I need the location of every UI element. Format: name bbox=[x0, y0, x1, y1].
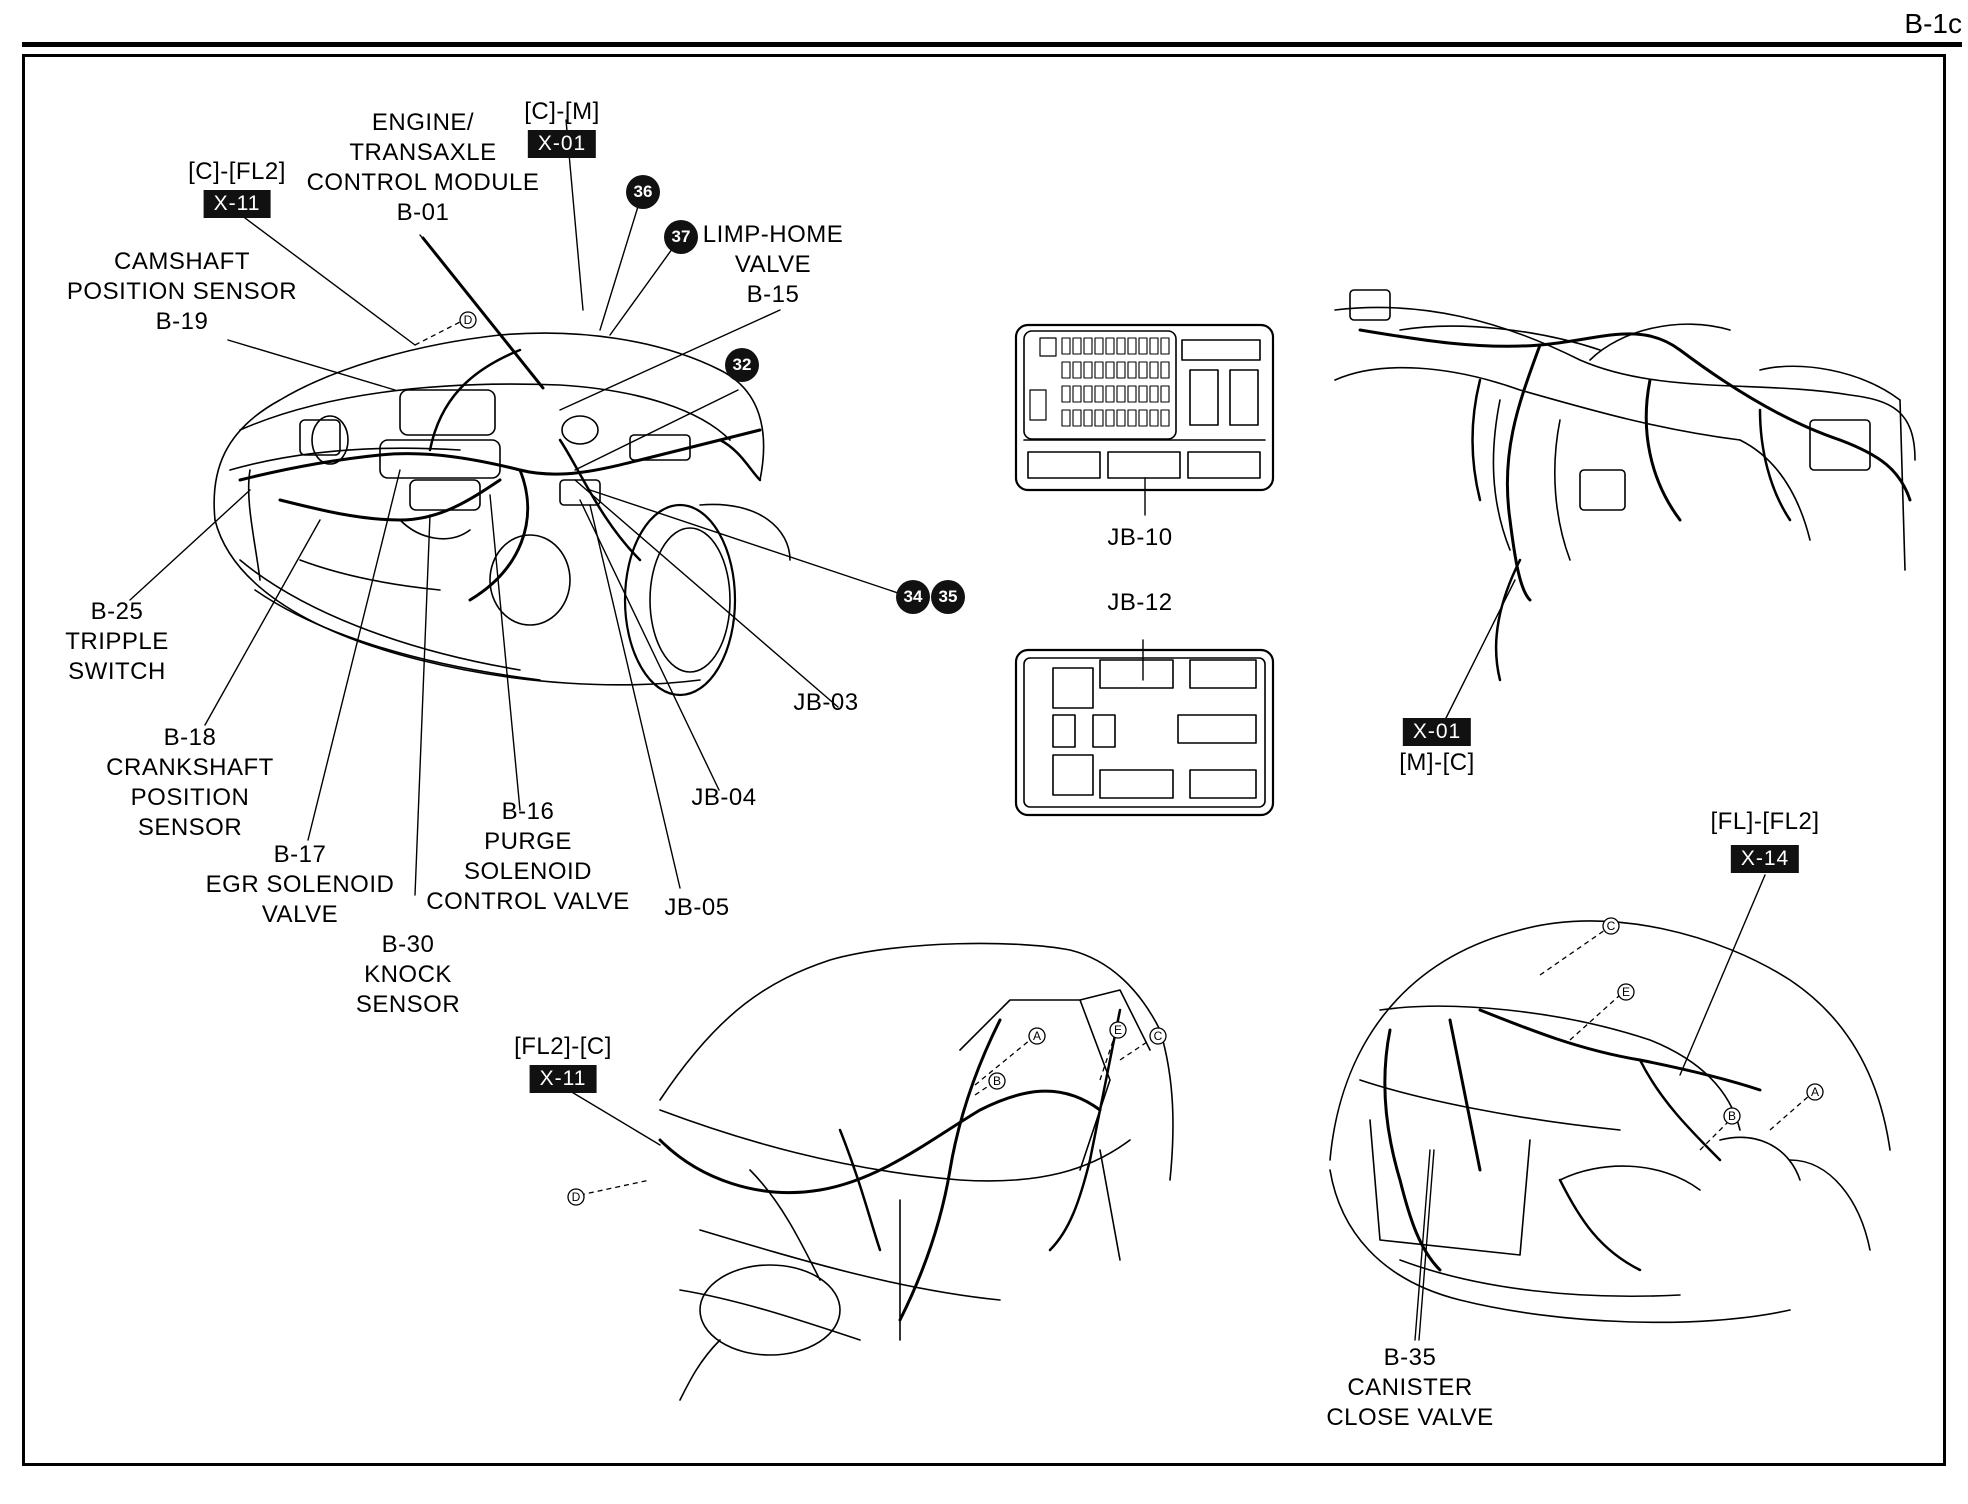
connector-x14-tag: X-14 bbox=[1730, 845, 1800, 873]
label-jb04: JB-04 bbox=[691, 784, 757, 811]
header-rule bbox=[22, 42, 1962, 47]
dashboard-illustration bbox=[1334, 289, 1916, 682]
label-jb03: JB-03 bbox=[793, 689, 859, 716]
ground-point-37-marker: 37 bbox=[664, 220, 698, 254]
side-car-illustration bbox=[658, 942, 1174, 1401]
jb10-box bbox=[1014, 323, 1275, 516]
page-code: B-1c bbox=[1904, 8, 1962, 39]
connector-fl2-c-label: [FL2]-[C] bbox=[514, 1033, 612, 1060]
connector-x11-top-tag: X-11 bbox=[203, 190, 271, 218]
engine-leader-lines bbox=[129, 119, 911, 896]
connector-c-fl2-label: [C]-[FL2] bbox=[188, 158, 286, 185]
connector-x01-top-tag: X-01 bbox=[527, 130, 597, 158]
label-b25-tripple-switch: B-25 TRIPPLE SWITCH bbox=[65, 598, 169, 685]
connector-m-c-label: [M]-[C] bbox=[1399, 749, 1475, 776]
label-b18-crankshaft-sensor: B-18 CRANKSHAFT POSITION SENSOR bbox=[106, 724, 274, 841]
diagram-frame bbox=[22, 54, 1946, 1466]
connector-x01-dash-tag: X-01 bbox=[1402, 718, 1472, 746]
rear-car-illustration bbox=[1329, 920, 1891, 1324]
connector-fl-fl2-label: [FL]-[FL2] bbox=[1710, 808, 1820, 835]
label-b16-purge-solenoid: B-16 PURGE SOLENOID CONTROL VALVE bbox=[426, 798, 630, 915]
label-b15-limp-home-valve: LIMP-HOME VALVE B-15 bbox=[702, 221, 844, 308]
connector-c-m-label: [C]-[M] bbox=[524, 98, 600, 125]
ground-point-35-marker: 35 bbox=[931, 580, 965, 614]
ground-point-34-marker: 34 bbox=[896, 580, 930, 614]
label-jb10: JB-10 bbox=[1107, 524, 1173, 551]
label-jb05: JB-05 bbox=[664, 894, 730, 921]
ground-point-36-marker: 36 bbox=[626, 175, 660, 209]
label-b35-canister-close-valve: B-35 CANISTER CLOSE VALVE bbox=[1326, 1344, 1494, 1431]
label-b19-camshaft-sensor: CAMSHAFT POSITION SENSOR B-19 bbox=[66, 248, 298, 335]
connector-x11-side-tag: X-11 bbox=[529, 1065, 597, 1093]
label-b17-egr-solenoid: B-17 EGR SOLENOID VALVE bbox=[205, 841, 395, 928]
engine-bay-illustration bbox=[213, 332, 791, 697]
label-jb12: JB-12 bbox=[1107, 589, 1173, 616]
jb12-box bbox=[1014, 639, 1275, 817]
ground-point-32-marker: 32 bbox=[725, 348, 759, 382]
label-b01-ecm: ENGINE/ TRANSAXLE CONTROL MODULE B-01 bbox=[306, 109, 540, 226]
label-b30-knock-sensor: B-30 KNOCK SENSOR bbox=[355, 931, 461, 1018]
